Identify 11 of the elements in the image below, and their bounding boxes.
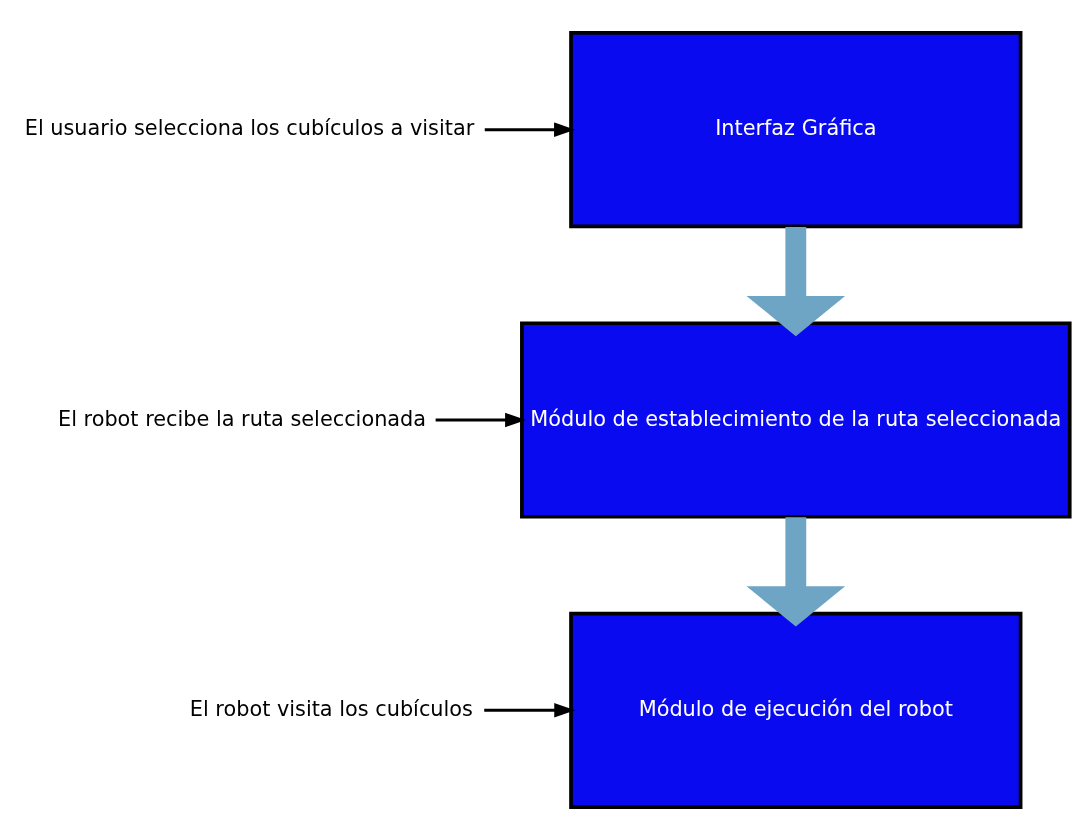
arrow <box>484 702 576 718</box>
node-text: El robot recibe la ruta seleccionada <box>57 406 427 431</box>
node-text: El usuario selecciona los cubículos a visitar <box>24 115 475 140</box>
node-text: El robot visita los cubículos <box>189 696 473 721</box>
arrow <box>435 412 526 427</box>
arrow <box>746 226 846 336</box>
node-box: Módulo de ejecución del robot <box>569 611 1023 809</box>
arrow <box>746 516 846 626</box>
arrow <box>484 121 575 137</box>
node-box: Interfaz Gráfica <box>569 30 1023 228</box>
node-box: Módulo de establecimiento de la ruta seleccionada <box>520 320 1072 519</box>
